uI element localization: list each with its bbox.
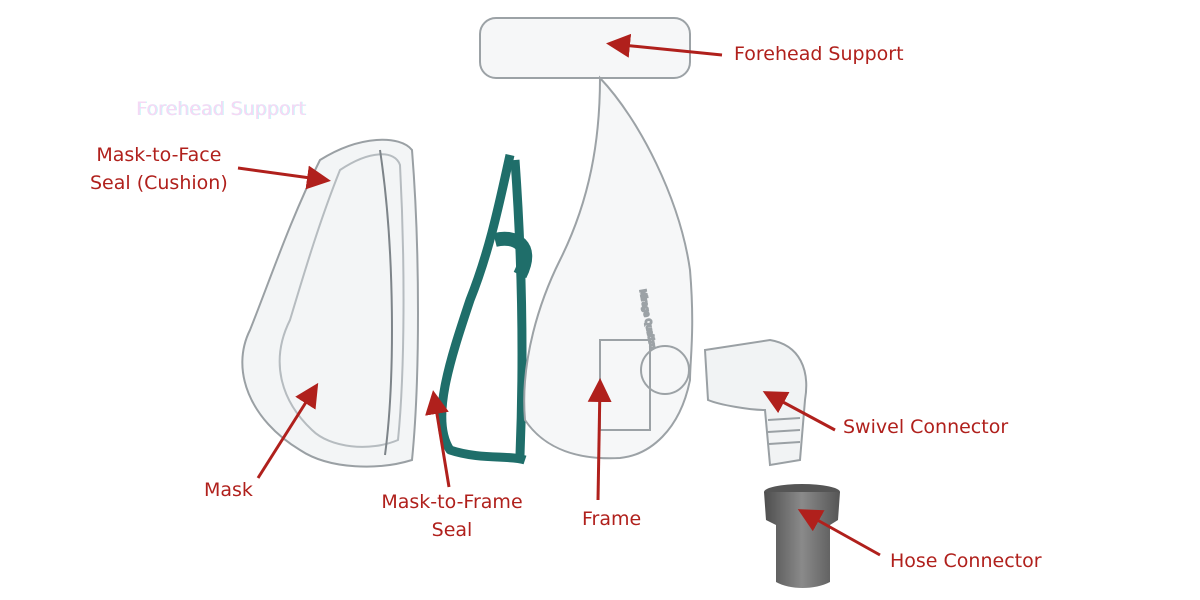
label-line: Seal (Cushion) <box>90 172 228 194</box>
frame-part: Mirage Quattro <box>479 17 694 460</box>
arrow-hose <box>797 509 881 557</box>
arrow-swivel <box>762 391 836 432</box>
arrow-mask-to-face <box>237 165 331 190</box>
arrow-frame <box>587 378 612 501</box>
arrow-forehead-support <box>606 33 723 58</box>
ghost-text: Forehead Support <box>136 98 306 120</box>
arrow-mask <box>256 382 319 479</box>
hose-connector-part <box>764 484 840 588</box>
label-mask-to-frame: Mask-to-Frame Seal <box>376 488 528 544</box>
label-line: Mask-to-Face <box>96 144 222 166</box>
arrow-mask-to-frame <box>425 390 451 488</box>
label-line: Mask-to-Frame <box>381 491 523 513</box>
cushion-part <box>241 138 419 468</box>
callout-arrows <box>237 33 881 557</box>
label-forehead-support: Forehead Support <box>734 43 904 65</box>
label-mask-to-face: Mask-to-Face Seal (Cushion) <box>90 141 228 197</box>
label-line: Seal <box>431 519 473 541</box>
swivel-connector-part <box>703 338 808 467</box>
label-mask: Mask <box>204 479 253 501</box>
label-frame: Frame <box>582 508 642 530</box>
label-hose-connector: Hose Connector <box>890 550 1042 572</box>
label-swivel-connector: Swivel Connector <box>843 416 1009 438</box>
mask-to-frame-seal-part <box>437 154 533 465</box>
